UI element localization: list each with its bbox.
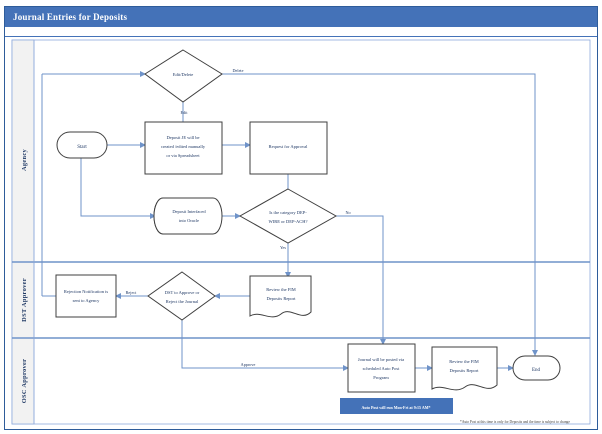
edge-label-reject: Reject [126,290,138,295]
title-underbar [5,27,597,37]
node-category-check-line1: Is the category DEP- [269,210,307,215]
node-dst-decision-line2: Reject the Journal [166,299,199,304]
auto-post-note-text: Auto Post will run Mon-Fri at 9:15 AM* [362,405,431,410]
node-rejection-notification-line1: Rejection Notification is [64,289,108,294]
swimlane-grid [11,39,591,425]
node-start[interactable]: Start [56,131,108,159]
edge-label-no: No [345,210,350,215]
node-edit-delete-label: Edit/Delete [173,72,194,77]
node-deposit-interfaced-line2: into Oracle [179,218,199,223]
node-review-fim-osc-line2: Deposits Report [449,368,479,373]
node-auto-post-line3: Program [373,375,389,380]
edge-label-approve: Approve [241,362,256,367]
node-end-label: End [532,368,541,373]
node-request-approval-label: Request for Approval [269,144,308,149]
node-auto-post[interactable]: Journal will be posted via scheduled Aut… [347,343,416,393]
node-rejection-notification-line2: sent to Agency [73,298,100,303]
node-auto-post-line2: scheduled Auto Post [363,366,400,371]
node-dst-decision[interactable]: DST to Approve or Reject the Journal [147,271,216,321]
node-edit-delete[interactable]: Edit/Delete [144,49,223,103]
node-rejection-notification[interactable]: Rejection Notification is sent to Agency [55,274,117,318]
lane-label-osc: OSC Approver [21,359,28,404]
lane-label-dst: DST Approver [21,278,28,322]
auto-post-note: Auto Post will run Mon-Fri at 9:15 AM* [340,398,453,414]
node-review-fim-dst-line1: Review the FIM [266,287,296,292]
node-deposit-je-line3: or via Spreadsheet [166,153,200,158]
footnote-text: *Auto Post at this time is only for Depo… [460,420,570,424]
lane-label-osc-text: OSC Approver [21,359,28,404]
node-deposit-je[interactable]: Deposit JE will be created /edited manua… [144,121,223,175]
node-request-approval[interactable]: Request for Approval [249,121,328,175]
node-review-fim-osc[interactable]: Review the FIM Deposits Report [431,346,498,391]
lane-label-dst-text: DST Approver [21,278,28,322]
lane-label-agency-text: Agency [21,148,28,171]
node-auto-post-line1: Journal will be posted via [358,357,404,362]
edge-label-delete: Delete [233,68,244,73]
node-start-label: Start [77,145,87,150]
connectors [41,71,538,371]
node-deposit-interfaced[interactable]: Deposit Interfaced into Oracle [153,197,223,235]
node-end[interactable]: End [512,355,561,381]
node-deposit-interfaced-line1: Deposit Interfaced [172,209,206,214]
node-category-check-line2: WIRE or DEP-ACH? [269,219,308,224]
lane-label-agency: Agency [21,148,28,171]
node-review-fim-dst[interactable]: Review the FIM Deposits Report [249,275,312,318]
node-deposit-je-line2: created /edited manually [161,144,206,149]
page-title: Journal Entries for Deposits [13,12,128,22]
node-category-check[interactable]: Is the category DEP- WIRE or DEP-ACH? [238,188,338,244]
node-deposit-je-line1: Deposit JE will be [166,135,199,140]
edge-label-yes: Yes [280,245,286,250]
page-title-bar: Journal Entries for Deposits [5,7,597,27]
edge-label-edit: Edit [181,110,189,115]
node-review-fim-osc-line1: Review the FIM [449,359,479,364]
page-frame [4,6,598,430]
node-dst-decision-line1: DST to Approve or [165,290,200,295]
node-review-fim-dst-line2: Deposits Report [266,296,296,301]
